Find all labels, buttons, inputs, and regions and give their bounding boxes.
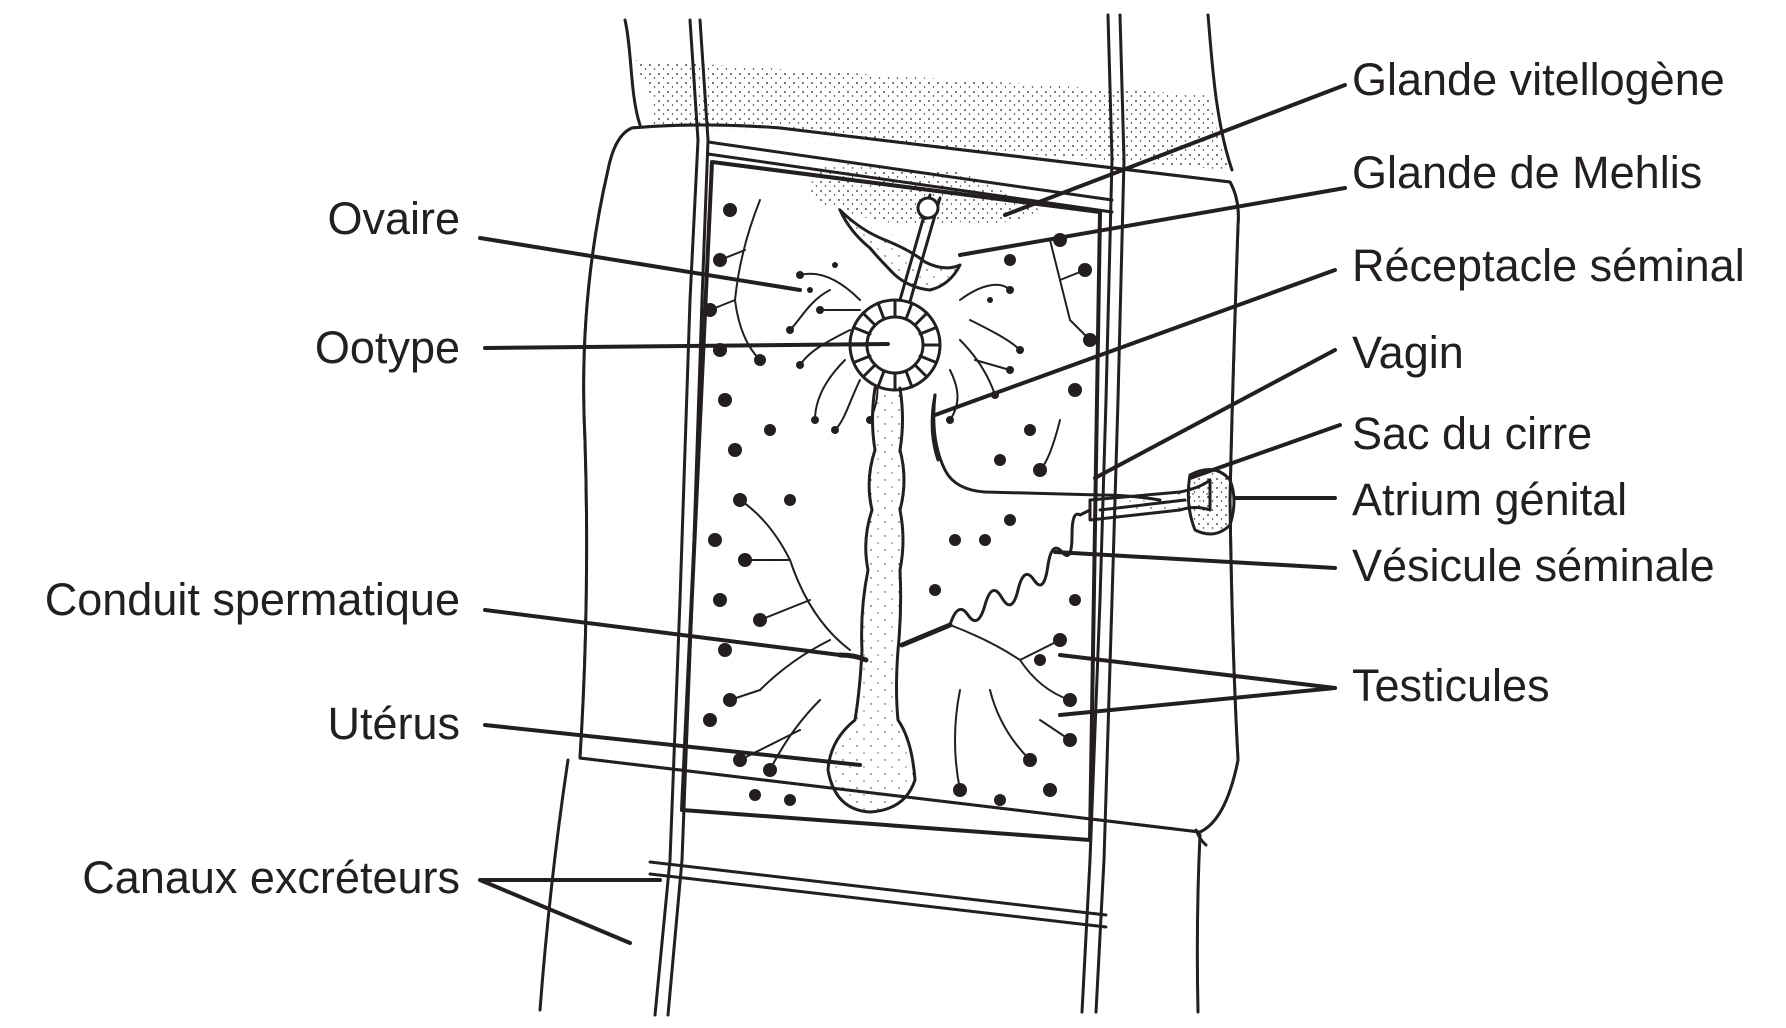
leader-lines [478, 83, 1347, 945]
label-glande-de-mehlis: Glande de Mehlis [1352, 147, 1703, 198]
genital-atrium [1186, 468, 1236, 536]
label-receptacle-seminal: Réceptacle séminal [1352, 240, 1745, 291]
label-canaux-excreteurs: Canaux excréteurs [82, 852, 460, 903]
uterus [826, 386, 917, 814]
label-ootype: Ootype [314, 322, 460, 373]
label-testicules: Testicules [1352, 660, 1550, 711]
upper-segment [623, 13, 1234, 172]
label-sac-du-cirre: Sac du cirre [1352, 408, 1593, 459]
label-atrium-genital: Atrium génital [1352, 474, 1628, 525]
label-ovaire: Ovaire [327, 193, 460, 244]
sperm-duct [837, 622, 953, 663]
label-vesicule-seminale: Vésicule séminale [1352, 540, 1715, 591]
label-conduit-spermatique: Conduit spermatique [44, 574, 460, 625]
testes [703, 199, 1097, 806]
label-vagin: Vagin [1352, 327, 1464, 378]
ovary [786, 262, 1024, 434]
segment-body [578, 123, 1240, 834]
label-glande-vitellogene: Glande vitellogène [1352, 54, 1725, 105]
label-uterus: Utérus [327, 698, 460, 749]
lower-segment [538, 758, 1208, 1014]
